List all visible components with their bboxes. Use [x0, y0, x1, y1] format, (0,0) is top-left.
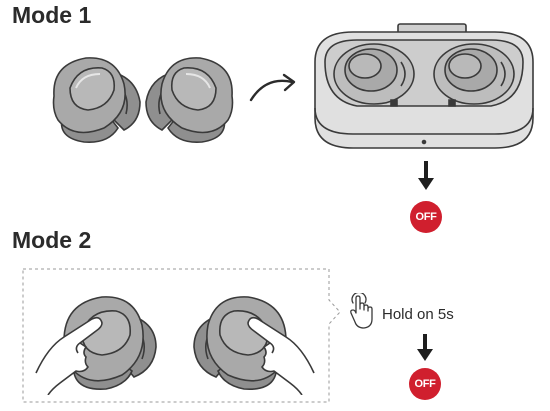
mode-1-title: Mode 1: [12, 2, 92, 28]
arrow-down-icon: [418, 161, 434, 190]
earbud-right-icon: [145, 57, 234, 144]
off-badge: OFF: [409, 368, 441, 400]
earbud-left-icon: [52, 57, 141, 144]
charging-case-icon: [314, 23, 534, 149]
arrow-down-icon: [417, 334, 433, 361]
finger-tap-earbud-left-icon: [35, 296, 157, 395]
finger-tap-earbud-right-icon: [193, 296, 315, 395]
mode-2-title: Mode 2: [12, 227, 92, 253]
curved-arrow-icon: [249, 73, 296, 102]
mode-2-panel: [22, 268, 341, 403]
touch-hand-icon: [350, 293, 373, 329]
hold-instruction: Hold on 5s: [382, 306, 454, 323]
off-badge: OFF: [410, 201, 442, 233]
